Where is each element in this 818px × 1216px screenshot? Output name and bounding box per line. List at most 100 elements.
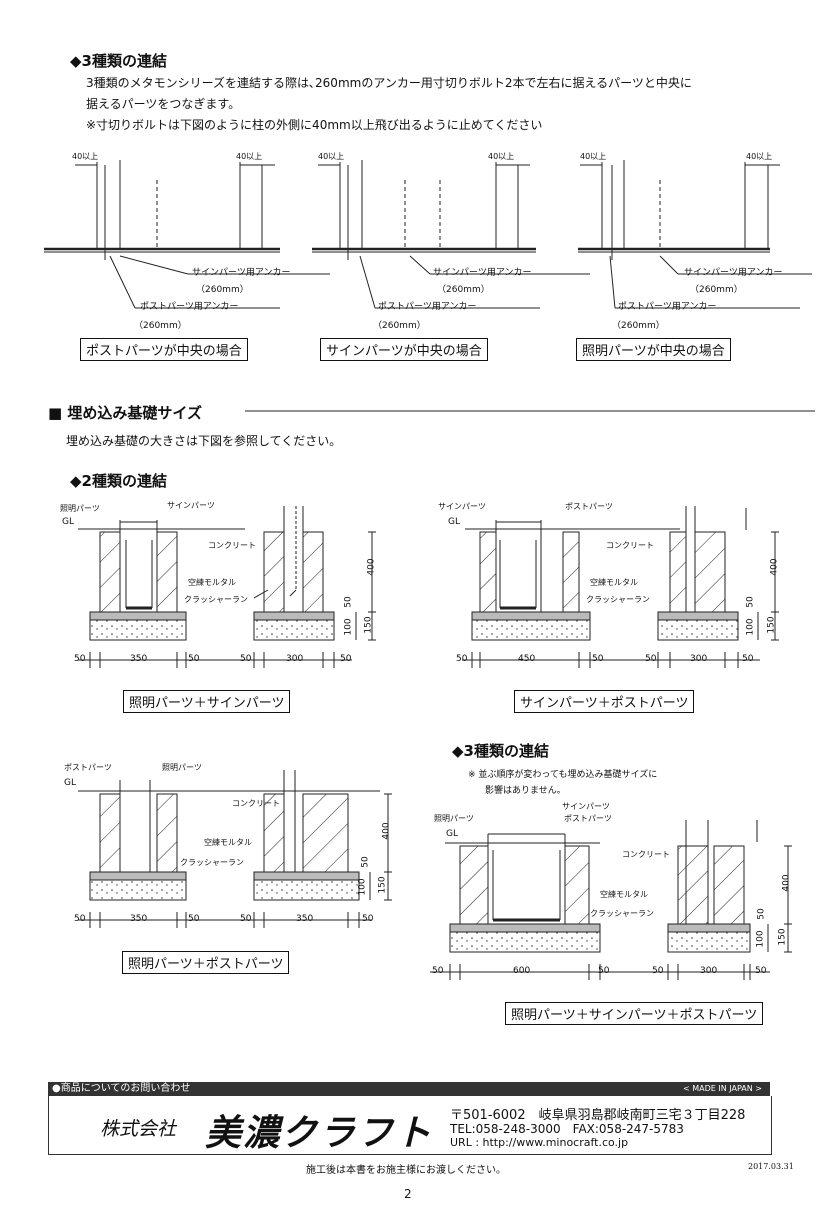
dim-label: 40以上 <box>580 152 607 161</box>
dim-label: 40以上 <box>236 152 263 161</box>
subheading-2-types: ◆2種類の連結 <box>70 472 167 490</box>
light-part-label: 照明パーツ <box>60 504 100 513</box>
light-part-label: 照明パーツ <box>162 763 202 772</box>
light-part-label: 照明パーツ <box>434 814 474 823</box>
post-part-label: ポストパーツ <box>565 502 613 511</box>
crusher-label: クラッシャーラン <box>180 858 244 867</box>
dim-50: 50 <box>340 654 352 664</box>
foundation-intro: 埋め込み基礎の大きさは下図を参照してください。 <box>66 434 342 448</box>
dim-50: 50 <box>74 914 86 924</box>
dim-label: 40以上 <box>72 152 99 161</box>
dim-50: 50 <box>456 654 468 664</box>
dim-50: 50 <box>432 966 444 976</box>
sign-anchor-label: サインパーツ用アンカー <box>684 268 783 278</box>
company-logo: 美濃クラフト <box>205 1113 434 1154</box>
dim-50: 50 <box>360 856 371 868</box>
intro-line-1: 3種類のメタモンシリーズを連結する際は､260mmのアンカー用寸切りボルト2本で… <box>86 76 692 90</box>
mortar-label: 空練モルタル <box>188 578 236 587</box>
dim-label: 40以上 <box>746 152 773 161</box>
caption-light-sign-post: 照明パーツ＋サインパーツ＋ポストパーツ <box>505 1002 764 1025</box>
foundation-diagrams <box>78 506 792 980</box>
dim-50: 50 <box>362 914 374 924</box>
dim-50: 50 <box>756 908 767 920</box>
gl-label: GL <box>446 829 458 839</box>
company-prefix: 株式会社 <box>100 1118 177 1140</box>
caption-sign-post: サインパーツ＋ポストパーツ <box>514 690 695 713</box>
company-url[interactable]: URL : http://www.minocraft.co.jp <box>450 1136 629 1149</box>
company-box <box>48 1096 772 1155</box>
dim-150: 150 <box>363 616 374 634</box>
section-title-foundation: ■ 埋め込み基礎サイズ <box>48 404 202 422</box>
caption-light-center: 照明パーツが中央の場合 <box>576 338 731 361</box>
sign-part-label: サインパーツ <box>562 802 610 811</box>
sign-part-label: サインパーツ <box>438 502 486 511</box>
dim-600: 600 <box>513 966 531 976</box>
intro-line-2: 据えるパーツをつなぎます。 <box>86 97 241 111</box>
dim-300: 300 <box>690 654 708 664</box>
dim-350: 350 <box>130 914 148 924</box>
company-address: 〒501-6002 岐阜県羽島郡岐南町三宅３丁目228 <box>450 1108 746 1123</box>
dim-400: 400 <box>769 558 780 576</box>
dim-50: 50 <box>755 966 767 976</box>
dim-150: 150 <box>766 616 777 634</box>
anchor-length: （260mm） <box>196 285 249 295</box>
caption-post-center: ポストパーツが中央の場合 <box>80 338 248 361</box>
made-in-japan: < MADE IN JAPAN > <box>683 1084 762 1093</box>
anchor-length: （260mm） <box>437 285 490 295</box>
dim-50: 50 <box>745 596 756 608</box>
dim-50: 50 <box>343 596 354 608</box>
dim-150: 150 <box>377 876 388 894</box>
concrete-label: コンクリート <box>208 541 256 550</box>
dim-100: 100 <box>343 618 354 636</box>
dim-350: 350 <box>296 914 314 924</box>
handover-note: 施工後は本書をお施主様にお渡しください。 <box>306 1165 506 1176</box>
dim-50: 50 <box>188 654 200 664</box>
dim-400: 400 <box>366 558 377 576</box>
dim-50: 50 <box>240 914 252 924</box>
dim-50: 50 <box>652 966 664 976</box>
post-part-label: ポストパーツ <box>64 763 112 772</box>
inquiry-label: ●商品についてのお問い合わせ <box>52 1083 191 1094</box>
dim-350: 350 <box>130 654 148 664</box>
crusher-label: クラッシャーラン <box>586 595 650 604</box>
dim-300: 300 <box>700 966 718 976</box>
gl-label: GL <box>64 778 76 788</box>
sign-anchor-label: サインパーツ用アンカー <box>433 268 532 278</box>
gl-label: GL <box>62 517 74 527</box>
concrete-label: コンクリート <box>232 799 280 808</box>
revision-date: 2017.03.31 <box>748 1162 794 1171</box>
dim-50: 50 <box>598 966 610 976</box>
crusher-label: クラッシャーラン <box>184 595 248 604</box>
dim-50: 50 <box>188 914 200 924</box>
dim-100: 100 <box>745 618 756 636</box>
dim-450: 450 <box>518 654 536 664</box>
dim-50: 50 <box>592 654 604 664</box>
dim-300: 300 <box>286 654 304 664</box>
dim-100: 100 <box>755 930 766 948</box>
crusher-label: クラッシャーラン <box>590 909 654 918</box>
anchor-length: （260mm） <box>134 321 187 331</box>
dim-50: 50 <box>74 654 86 664</box>
inquiry-bar: ●商品についてのお問い合わせ < MADE IN JAPAN > <box>48 1082 770 1096</box>
mortar-label: 空練モルタル <box>204 838 252 847</box>
anchor-diagram-1 <box>44 160 812 309</box>
dim-label: 40以上 <box>318 152 345 161</box>
sign-part-label: サインパーツ <box>167 501 215 510</box>
post-anchor-label: ポストパーツ用アンカー <box>618 302 717 312</box>
caption-sign-center: サインパーツが中央の場合 <box>320 338 488 361</box>
mortar-label: 空練モルタル <box>590 578 638 587</box>
post-anchor-label: ポストパーツ用アンカー <box>378 302 477 312</box>
dim-400: 400 <box>381 822 392 840</box>
caption-light-post: 照明パーツ＋ポストパーツ <box>122 951 290 974</box>
post-part-label: ポストパーツ <box>564 814 612 823</box>
company-phone-fax: TEL:058-248-3000 FAX:058-247-5783 <box>450 1122 684 1136</box>
page-number: 2 <box>404 1187 412 1201</box>
order-note-2: 影響はありません。 <box>485 786 566 796</box>
concrete-label: コンクリート <box>622 850 670 859</box>
anchor-length: （260mm） <box>373 321 426 331</box>
dim-50: 50 <box>742 654 754 664</box>
post-anchor-label: ポストパーツ用アンカー <box>140 302 239 312</box>
order-note-1: ※ 並ぶ順序が変わっても埋め込み基礎サイズに <box>468 770 658 780</box>
section-rule <box>245 410 815 412</box>
anchor-length: （260mm） <box>690 285 743 295</box>
